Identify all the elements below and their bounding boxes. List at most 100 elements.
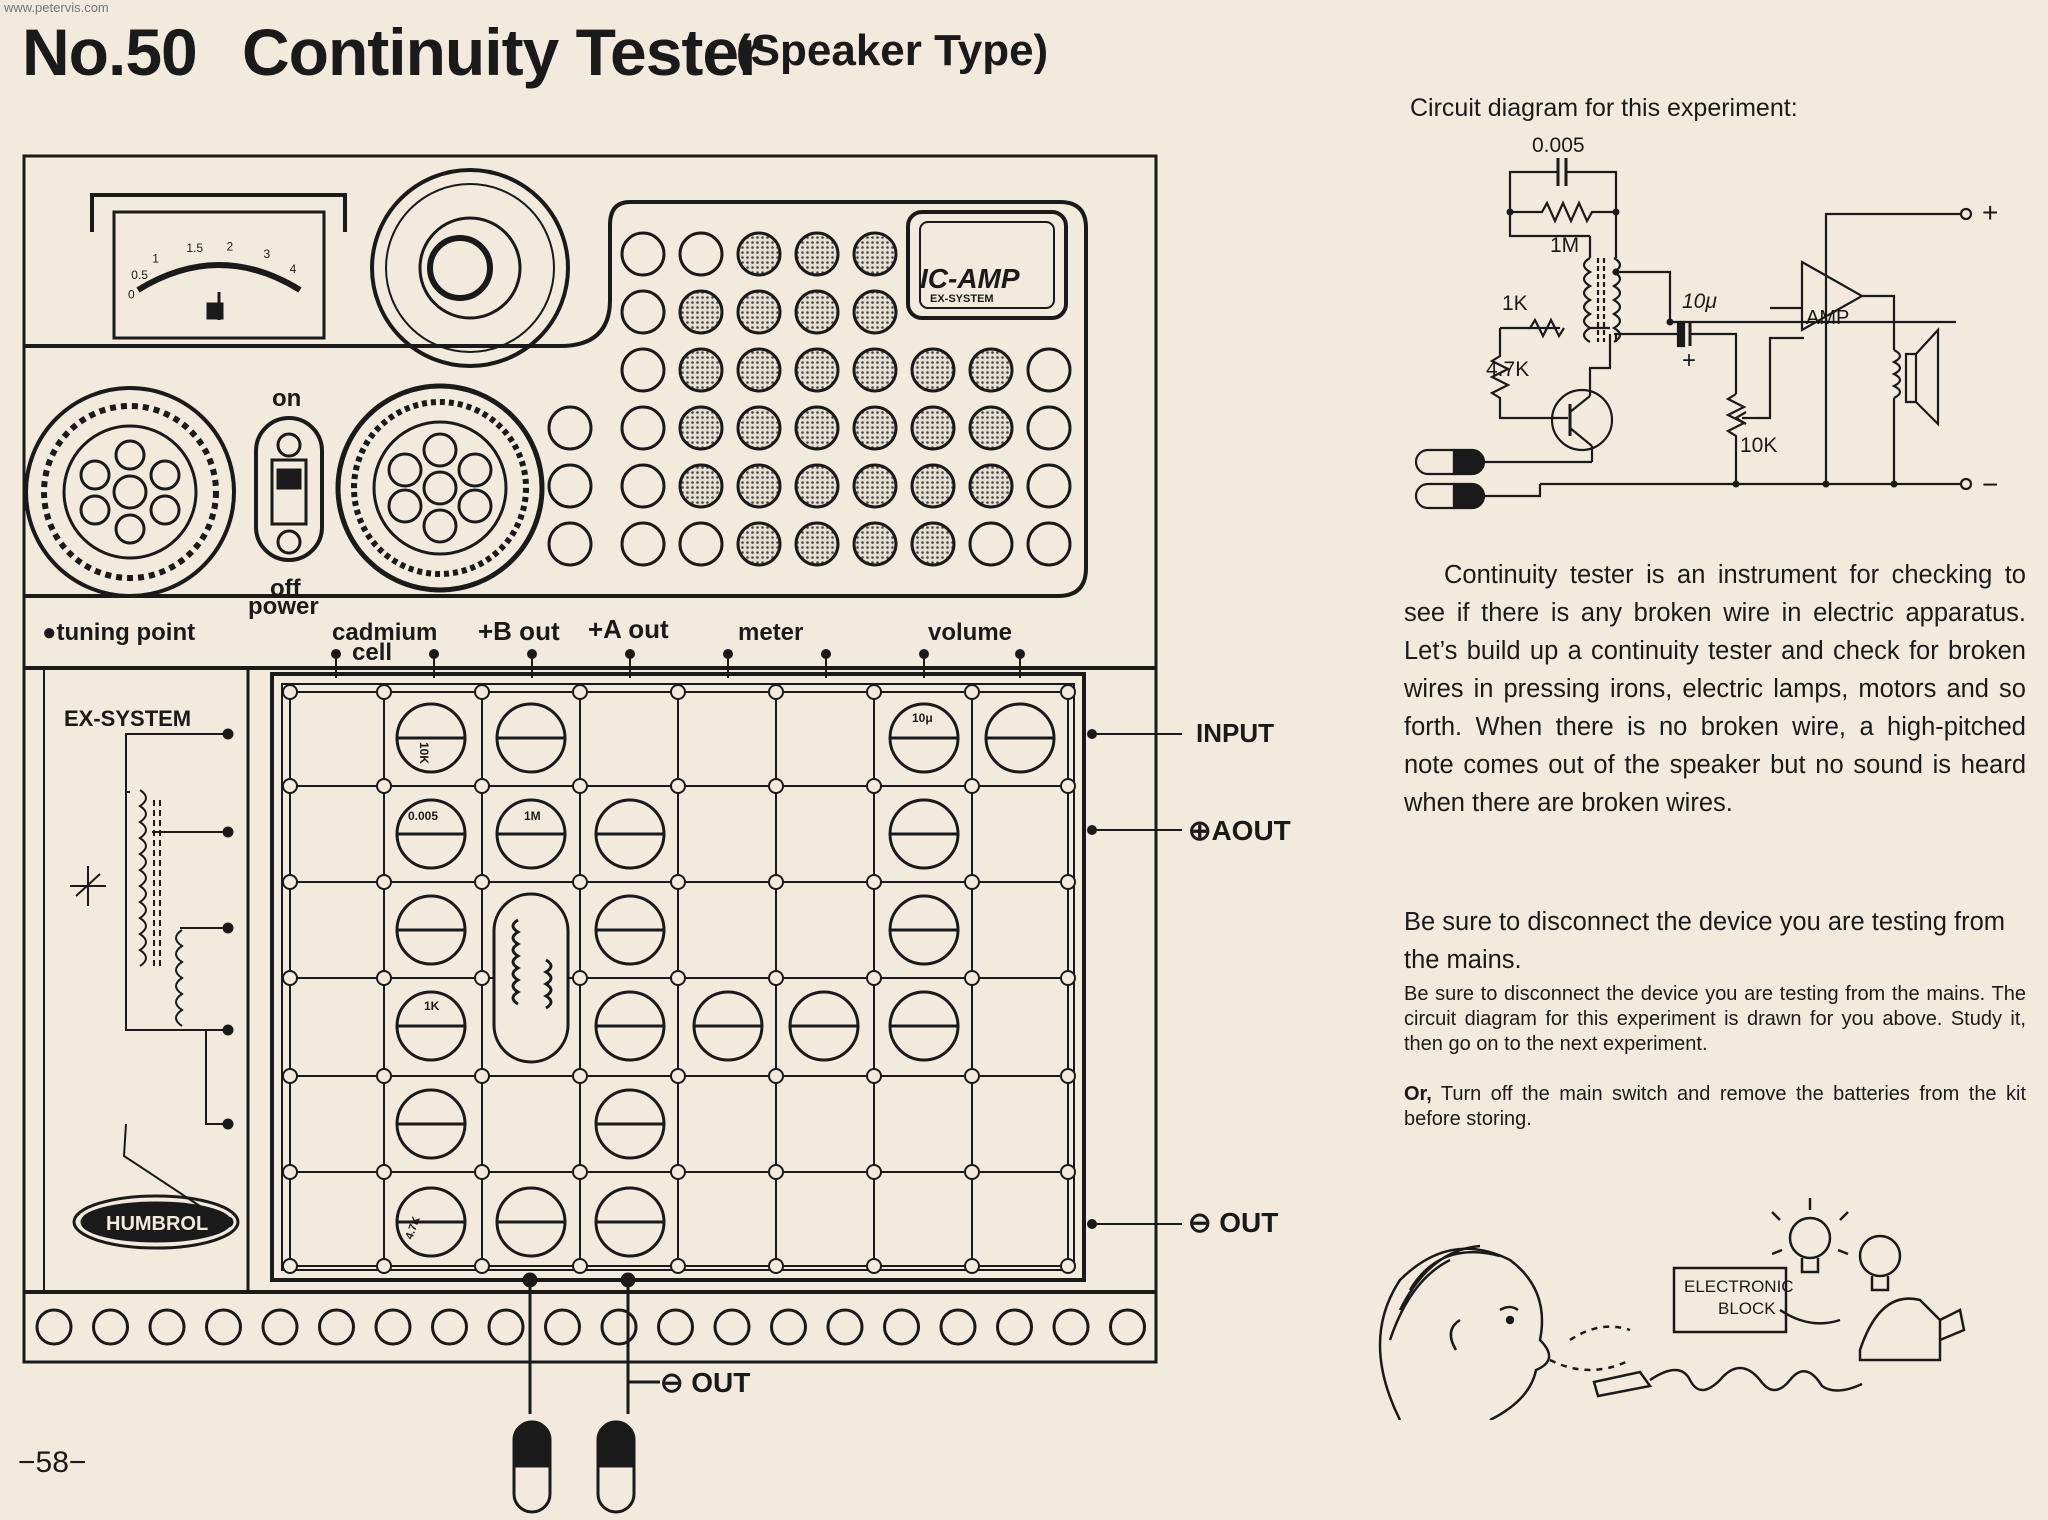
terminal-socket <box>374 1308 412 1346</box>
meter-scale-tick: 1.5 <box>186 241 203 255</box>
terminal-socket <box>939 1308 977 1346</box>
circuit-label-47k: 4.7K <box>1486 358 1529 381</box>
terminal-socket <box>261 1308 299 1346</box>
circuit-caption: Circuit diagram for this experiment: <box>1410 94 1798 122</box>
block-value-1m: 1M <box>524 809 541 823</box>
terminal-socket <box>148 1308 186 1346</box>
cadmium-label: cadmium <box>332 619 437 646</box>
led-dot <box>1026 521 1072 567</box>
iron-icon <box>1858 1297 1966 1362</box>
led-dot <box>968 521 1014 567</box>
terminal-socket <box>92 1308 129 1346</box>
ic-amp-plate <box>906 210 1068 320</box>
terminal-socket <box>487 1308 525 1346</box>
terminal-row <box>35 1308 1146 1346</box>
led-dot <box>678 521 724 567</box>
a-out-label: +A out <box>588 614 669 644</box>
led-grid <box>547 231 1072 567</box>
experiment-number: No.50 <box>22 15 198 89</box>
speaker-icon <box>370 168 570 368</box>
led-dot <box>678 347 724 393</box>
circuit-label-cap: 0.005 <box>1532 134 1585 157</box>
circuit-diagram: 0.005 1M 1K 4.7K 10μ + AMP 10K + − <box>1414 134 1998 510</box>
circuit-label-10u: 10μ <box>1682 290 1717 313</box>
led-dot <box>678 405 724 451</box>
led-dot <box>736 231 782 277</box>
led-dot <box>678 289 724 335</box>
block-value-10u: 10μ <box>912 711 933 725</box>
led-dot <box>852 231 898 277</box>
led-dot <box>910 463 956 509</box>
storage-note-text: Turn off the main switch and remove the … <box>1404 1083 2026 1130</box>
test-leads <box>512 1272 660 1514</box>
input-label: INPUT <box>1196 718 1274 748</box>
led-dot <box>547 463 593 509</box>
led-dot <box>736 521 782 567</box>
circuit-label-1m: 1M <box>1550 234 1579 257</box>
or-label: Or, <box>1404 1083 1432 1105</box>
led-dot <box>736 463 782 509</box>
led-dot <box>1026 463 1072 509</box>
led-dot <box>852 463 898 509</box>
side-wires <box>1087 729 1182 1229</box>
watermark: www.petervis.com <box>4 0 109 15</box>
storage-note: Or, Turn off the main switch and remove … <box>1404 1082 2026 1132</box>
meter-scale-tick: 0 <box>128 288 135 302</box>
meter-scale-tick: 2 <box>226 240 233 254</box>
bulb-icon-1 <box>1771 1198 1849 1274</box>
led-dot <box>794 289 840 335</box>
terminal-socket <box>657 1308 694 1346</box>
led-dot <box>794 231 840 277</box>
power-switch-icon <box>254 416 324 562</box>
minus-out-side-label: ⊖ OUT <box>1188 1207 1278 1238</box>
terminal-socket <box>770 1308 807 1346</box>
led-dot <box>968 463 1014 509</box>
led-dot <box>620 231 666 277</box>
kit-frame <box>22 154 1158 1364</box>
circuit-label-minus: − <box>1982 469 1998 500</box>
led-dot <box>910 405 956 451</box>
led-dot <box>794 463 840 509</box>
circuit-label-1k: 1K <box>1502 292 1528 315</box>
led-dot <box>620 521 666 567</box>
block-label-2: BLOCK <box>1718 1299 1776 1318</box>
breadboard-components <box>395 702 1056 1258</box>
terminal-socket <box>544 1308 581 1346</box>
tuning-point-label: ●tuning point <box>42 619 195 646</box>
circuit-label-plus: + <box>1982 197 1998 228</box>
a-out-side-label: ⊕AOUT <box>1188 815 1291 846</box>
breadboard-grid <box>282 684 1076 1274</box>
led-dot <box>794 405 840 451</box>
humbrol-label: HUMBROL <box>106 1213 208 1235</box>
terminal-socket <box>826 1308 864 1346</box>
terminal-socket <box>600 1308 638 1346</box>
meter-scale-tick: 0.5 <box>131 268 148 282</box>
ic-amp-label: IC-AMP <box>920 263 1020 294</box>
led-dot <box>736 289 782 335</box>
block-value-10k: 10K <box>417 742 431 764</box>
led-dot <box>678 463 724 509</box>
led-dot <box>910 521 956 567</box>
terminal-socket <box>318 1308 355 1346</box>
block-value-0005: 0.005 <box>408 809 438 823</box>
ex-system-label: EX-SYSTEM <box>64 706 191 731</box>
meter-scale-tick: 4 <box>290 262 297 276</box>
led-dot <box>620 463 666 509</box>
block-value-1k: 1K <box>424 999 440 1013</box>
meter-icon <box>90 193 347 340</box>
led-dot <box>910 347 956 393</box>
ex-system-transformer <box>70 733 228 1223</box>
circuit-label-plus-small: + <box>1682 347 1696 374</box>
cartoon-face <box>1378 1244 1551 1420</box>
page-subtitle: (Speaker Type) <box>736 26 1049 75</box>
page-title: Continuity Tester <box>242 15 764 89</box>
cartoon-illustration: ELECTRONIC BLOCK <box>1378 1198 1966 1420</box>
meter-scale-tick: 1 <box>152 251 159 265</box>
switch-off-label: off <box>270 575 302 602</box>
led-dot <box>736 347 782 393</box>
humbrol-logo <box>72 1194 240 1250</box>
led-dot <box>968 347 1014 393</box>
terminal-socket <box>713 1308 751 1346</box>
page-number: −58− <box>18 1446 87 1479</box>
test-plug <box>1592 1370 1653 1398</box>
